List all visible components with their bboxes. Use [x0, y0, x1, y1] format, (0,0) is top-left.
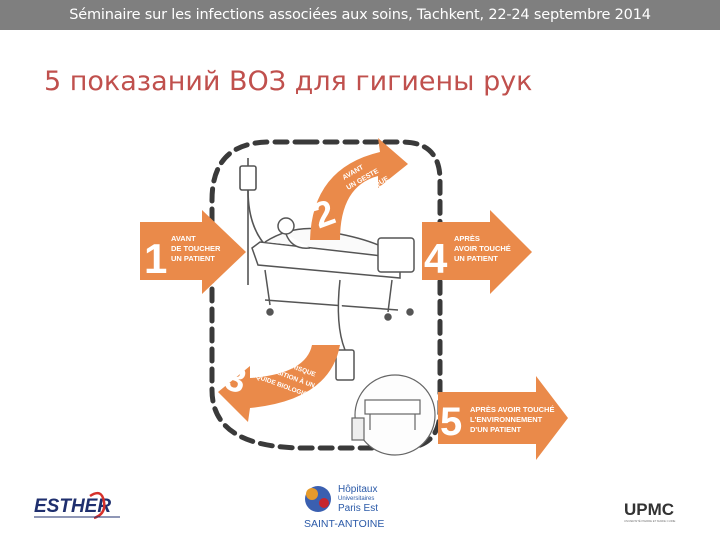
moment-1-arrow: 1 AVANT DE TOUCHER UN PATIENT [140, 210, 246, 294]
hopitaux-line-3: Paris Est [338, 503, 378, 514]
moment-4-line-3: UN PATIENT [454, 254, 498, 263]
esther-logo: ESTHER [32, 484, 128, 526]
moment-5-arrow: 5 APRÈS AVOIR TOUCHÉ L'ENVIRONNEMENT D'U… [438, 376, 568, 460]
slide-title: 5 показаний ВОЗ для гигиены рук [44, 66, 533, 97]
moment-1-number: 1 [144, 235, 167, 282]
moment-5-line-1: APRÈS AVOIR TOUCHÉ [470, 405, 554, 414]
hopitaux-line-2: Universitaires [338, 496, 374, 502]
moment-1-line-2: DE TOUCHER [171, 244, 221, 253]
five-moments-diagram: 1 AVANT DE TOUCHER UN PATIENT 2 AVANT UN… [140, 130, 580, 470]
hopitaux-line-1: Hôpitaux [338, 484, 377, 495]
upmc-logo: UPMC UNIVERSITÉ PIERRE ET MARIE CURIE [622, 494, 688, 526]
moment-3-arrow: 3 APRÈS UN RISQUE D'EXPOSITION À UN LIQU… [218, 345, 340, 422]
hopitaux-line-4: SAINT-ANTOINE [304, 518, 384, 530]
moment-1-line-1: AVANT [171, 234, 196, 243]
moment-5-number: 5 [440, 400, 462, 444]
hopitaux-saint-antoine-logo: Hôpitaux Universitaires Paris Est SAINT-… [298, 481, 418, 535]
moment-4-arrow: 4 APRÈS AVOIR TOUCHÉ UN PATIENT [422, 210, 532, 294]
moment-5-line-2: L'ENVIRONNEMENT [470, 415, 543, 424]
moment-1-line-3: UN PATIENT [171, 254, 215, 263]
upmc-logo-text: UPMC [624, 500, 674, 519]
upmc-logo-subtext: UNIVERSITÉ PIERRE ET MARIE CURIE [624, 518, 676, 523]
moment-4-line-1: APRÈS [454, 234, 480, 243]
moment-5-line-3: D'UN PATIENT [470, 425, 522, 434]
moment-2-arrow: 2 AVANT UN GESTE ASEPTIQUE [307, 138, 408, 240]
drainage-bag-illustration [336, 280, 354, 380]
patient-environment-illustration [352, 375, 435, 455]
moment-4-line-2: AVOIR TOUCHÉ [454, 244, 511, 253]
header-text: Séminaire sur les infections associées a… [0, 7, 720, 23]
moment-4-number: 4 [424, 235, 448, 282]
